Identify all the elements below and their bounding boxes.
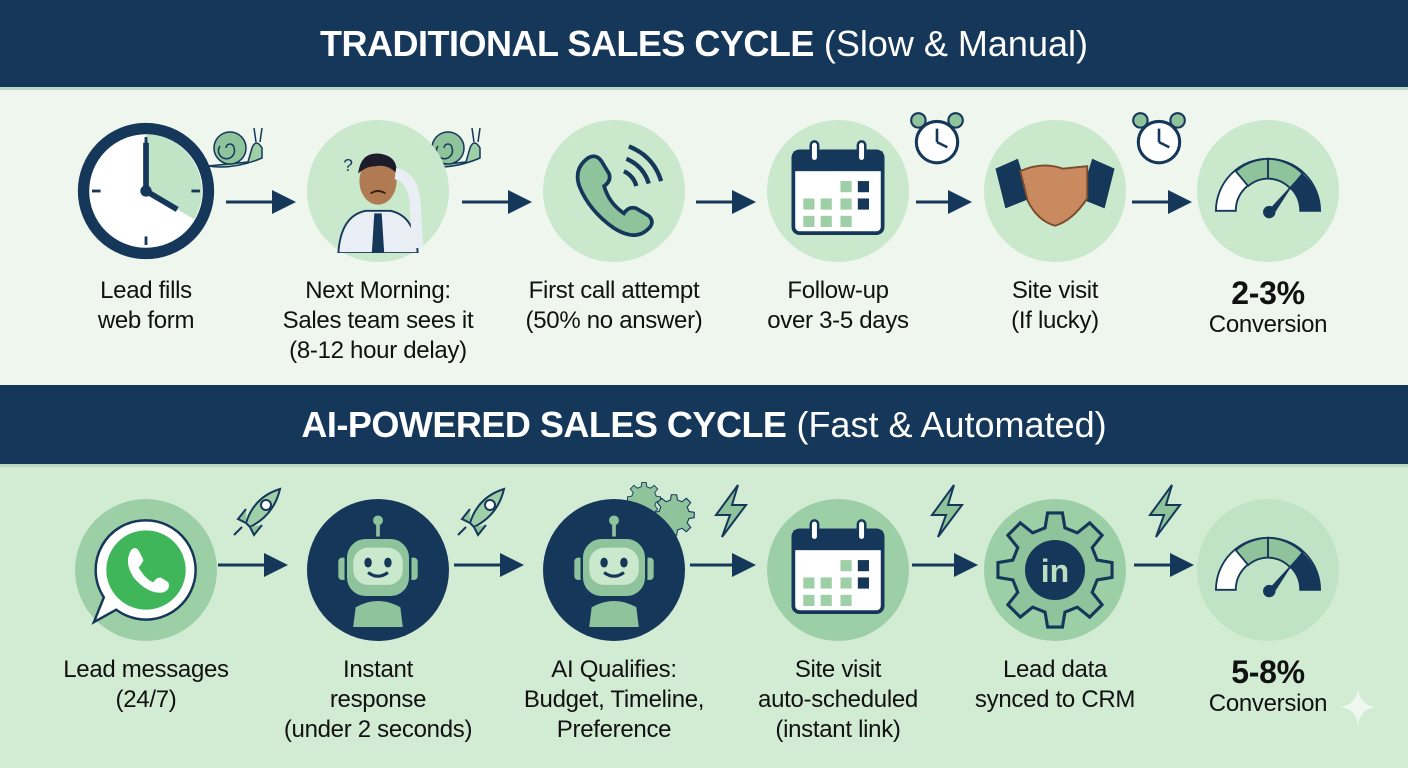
step-follow-up: Follow-up over 3-5 days bbox=[718, 120, 958, 336]
step-label: Lead data bbox=[1002, 656, 1108, 683]
step-label: Site visit bbox=[1011, 277, 1099, 304]
step-next-morning: Next Morning: Sales team sees it (8-12 hou… bbox=[258, 120, 498, 366]
linkedin-gear-icon: in bbox=[993, 508, 1117, 632]
step-label: Site visit bbox=[794, 656, 882, 683]
step-label: Preference bbox=[556, 716, 672, 743]
traditional-header: TRADITIONAL SALES CYCLE (Slow & Manual) bbox=[0, 0, 1408, 90]
step-label: response bbox=[329, 686, 427, 713]
step-conversion: 2-3%Conversion bbox=[1148, 120, 1388, 340]
calendar-icon bbox=[776, 129, 900, 253]
robot-icon bbox=[316, 508, 440, 632]
step-label: Conversion bbox=[1208, 311, 1328, 338]
step-label: First call attempt bbox=[528, 277, 700, 304]
step-conversion: 5-8%Conversion bbox=[1148, 499, 1388, 719]
step-label: (under 2 seconds) bbox=[283, 716, 473, 743]
step-label: Conversion bbox=[1208, 690, 1328, 717]
confused-person-icon bbox=[316, 129, 440, 253]
step-first-call: First call attempt (50% no answer) bbox=[494, 120, 734, 336]
step-ai-qualifies: AI Qualifies: Budget, Timeline, Preference bbox=[494, 499, 734, 745]
robot-icon bbox=[552, 508, 676, 632]
step-label: (50% no answer) bbox=[525, 307, 703, 334]
step-label: auto-scheduled bbox=[758, 686, 918, 713]
traditional-title: TRADITIONAL SALES CYCLE bbox=[320, 22, 814, 64]
step-label: Lead messages bbox=[63, 656, 229, 683]
step-auto-scheduled: Site visit auto-scheduled (instant link) bbox=[718, 499, 958, 745]
step-label: Budget, Timeline, bbox=[523, 686, 705, 713]
whatsapp-icon bbox=[84, 508, 208, 632]
gauge-icon bbox=[1206, 129, 1330, 253]
gauge-icon bbox=[1206, 508, 1330, 632]
phone-icon bbox=[552, 129, 676, 253]
traditional-cycle: Lead fills web form Next Morning: Sales te… bbox=[0, 90, 1408, 385]
step-label: synced to CRM bbox=[974, 686, 1136, 713]
step-label: (instant link) bbox=[775, 716, 901, 743]
step-lead-messages: Lead messages (24/7) bbox=[26, 499, 266, 715]
handshake-icon bbox=[993, 129, 1117, 253]
clock-icon bbox=[75, 120, 217, 262]
step-label: (8-12 hour delay) bbox=[289, 337, 467, 364]
step-lead-fills-form: Lead fills web form bbox=[26, 120, 266, 336]
conversion-value: 5-8% bbox=[1231, 654, 1305, 690]
ai-header: AI-POWERED SALES CYCLE (Fast & Automated… bbox=[0, 385, 1408, 467]
step-label: (If lucky) bbox=[1011, 307, 1099, 334]
traditional-subtitle: (Slow & Manual) bbox=[823, 22, 1088, 64]
step-label: AI Qualifies: bbox=[551, 656, 677, 683]
svg-text:in: in bbox=[1041, 553, 1069, 589]
step-label: Follow-up bbox=[787, 277, 889, 304]
step-label: Sales team sees it bbox=[282, 307, 474, 334]
step-crm-sync: in Lead data synced to CRM bbox=[935, 499, 1175, 715]
step-instant-response: Instant response (under 2 seconds) bbox=[258, 499, 498, 745]
conversion-value: 2-3% bbox=[1231, 275, 1305, 311]
ai-subtitle: (Fast & Automated) bbox=[796, 403, 1107, 445]
step-label: over 3-5 days bbox=[767, 307, 909, 334]
step-site-visit: Site visit (If lucky) bbox=[935, 120, 1175, 336]
ai-cycle: Lead messages (24/7) Instant response (unde… bbox=[0, 467, 1408, 768]
step-label: Instant bbox=[343, 656, 413, 683]
sparkle-icon bbox=[1340, 689, 1376, 725]
step-label: Next Morning: bbox=[305, 277, 451, 304]
step-label: (24/7) bbox=[115, 686, 177, 713]
calendar-icon bbox=[776, 508, 900, 632]
step-label: web form bbox=[97, 307, 195, 334]
ai-title: AI-POWERED SALES CYCLE bbox=[301, 403, 787, 445]
step-label: Lead fills bbox=[100, 277, 192, 304]
